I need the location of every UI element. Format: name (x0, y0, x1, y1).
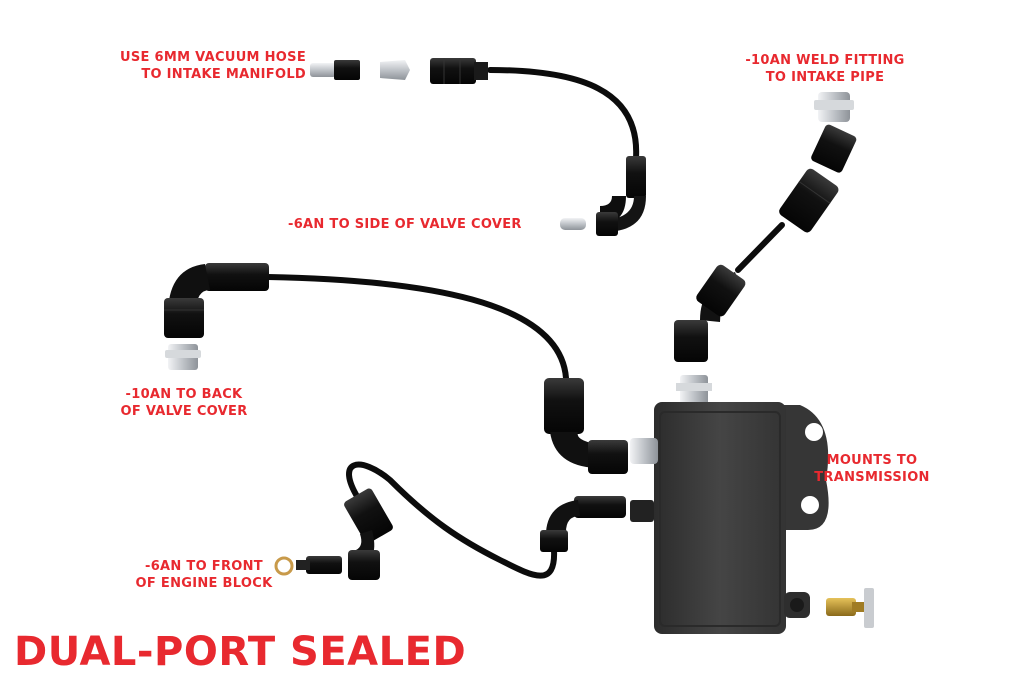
hose-barb-icon (310, 60, 360, 80)
label-line: OF VALVE COVER (120, 404, 248, 419)
an-fitting-icon (296, 556, 342, 574)
aluminum-nut-icon (380, 60, 410, 80)
label-front-engine-block: -6AN TO FRONT OF ENGINE BLOCK (124, 558, 284, 592)
crush-washer-icon (274, 556, 294, 576)
label-line: -10AN WELD FITTING (745, 53, 905, 68)
elbow-fitting-icon (540, 496, 626, 552)
label-vacuum-hose: USE 6MM VACUUM HOSE TO INTAKE MANIFOLD (92, 49, 306, 83)
vacuum-fittings (310, 58, 488, 84)
elbow-fitting-icon (348, 530, 380, 580)
an-fitting-icon (779, 168, 839, 233)
label-line: TO INTAKE MANIFOLD (141, 67, 306, 82)
hose-front-engine-block (346, 461, 558, 579)
drain-valve-icon (826, 588, 874, 628)
elbow-fitting-icon (596, 156, 646, 236)
hoses (265, 67, 785, 579)
tank-outlet-fittings (540, 496, 626, 552)
side-valve-cover-fittings (560, 156, 646, 236)
front-engine-block-fittings (274, 488, 393, 580)
label-line: MOUNTS TO (826, 453, 918, 468)
an-fitting-icon (811, 124, 857, 173)
page-title: DUAL-PORT SEALED (14, 629, 467, 675)
label-line: TO INTAKE PIPE (765, 70, 885, 85)
an-fitting-icon (430, 58, 488, 84)
hose-back-valve-cover (265, 274, 569, 381)
label-line: -10AN TO BACK (125, 387, 243, 402)
elbow-fitting-icon (674, 264, 746, 362)
catch-can-icon (630, 375, 829, 634)
label-side-valve-cover: -6AN TO SIDE OF VALVE COVER (288, 216, 522, 233)
label-line: -6AN TO FRONT (145, 559, 263, 574)
weld-fitting-assembly (674, 92, 857, 362)
label-line: USE 6MM VACUUM HOSE (120, 50, 306, 65)
label-line: OF ENGINE BLOCK (135, 576, 273, 591)
label-line: -6AN TO SIDE OF VALVE COVER (288, 217, 522, 232)
label-back-valve-cover: -10AN TO BACK OF VALVE COVER (106, 386, 262, 420)
weld-bung-icon (814, 92, 854, 122)
hose-vacuum-to-side (487, 67, 640, 161)
hose-weld-fitting-upper (735, 222, 785, 273)
elbow-fitting-icon (164, 263, 269, 338)
back-valve-cover-fittings (164, 263, 269, 370)
label-line: TRANSMISSION (814, 470, 930, 485)
label-transmission: MOUNTS TO TRANSMISSION (804, 452, 940, 486)
weld-bung-icon (165, 344, 201, 370)
label-weld-fitting: -10AN WELD FITTING TO INTAKE PIPE (732, 52, 918, 86)
tank-inlet-fittings (544, 378, 628, 474)
small-barb-icon (560, 218, 586, 230)
an-fitting-icon (344, 488, 393, 544)
elbow-fitting-icon (544, 378, 628, 474)
